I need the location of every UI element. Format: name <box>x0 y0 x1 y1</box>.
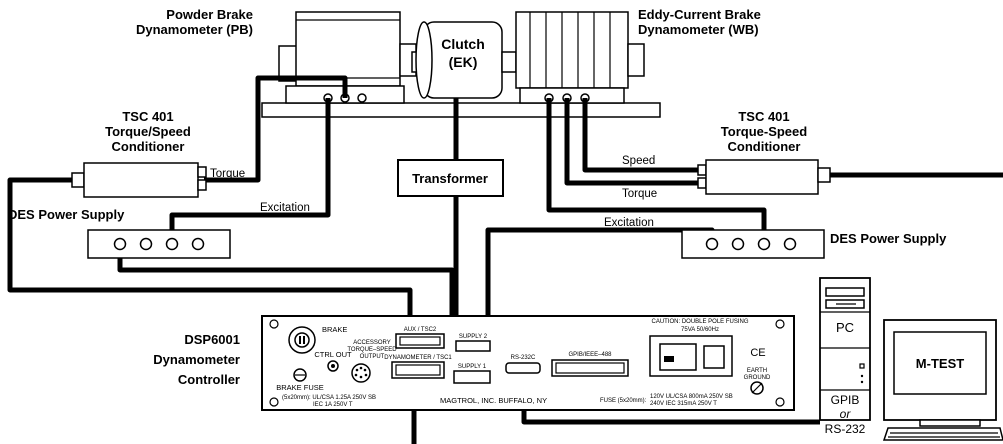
tsc-right-label-2: Torque-Speed <box>721 124 807 139</box>
panel-ce: CE <box>750 347 765 359</box>
clutch <box>411 21 517 99</box>
panel-accessory-2: TORQUE–SPEED <box>347 347 397 353</box>
wire-excitation-left <box>169 98 331 243</box>
tsc-right-label-3: Conditioner <box>728 139 801 154</box>
panel-fuse-right-a: FUSE (5x20mm): <box>600 398 647 404</box>
powder-brake-label-2: Dynamometer (PB) <box>136 22 253 37</box>
wire-torque-right <box>564 98 705 186</box>
wire-speed-right <box>582 98 705 173</box>
tsc-right-unit <box>697 159 831 195</box>
dyno-base-plate <box>261 102 661 118</box>
panel-fuse-right-1: 120V UL/CSA 800mA 250V SB <box>650 394 733 400</box>
pc-label: PC <box>836 320 854 335</box>
eddy-brake-label-2: Dynamometer (WB) <box>638 22 759 37</box>
clutch-label-2: (EK) <box>449 54 478 70</box>
eddy-current-brake-dyno <box>515 11 645 104</box>
tsc-left-label-2: Torque/Speed <box>105 124 191 139</box>
controller-panel <box>261 315 795 411</box>
monitor <box>882 319 1003 441</box>
panel-fuse-left-2: IEC 1A 250V T <box>313 402 353 408</box>
panel-caution-2: 75VA 50/60Hz <box>681 327 719 333</box>
powder-brake-label-1: Powder Brake <box>166 7 253 22</box>
panel-caution-1: CAUTION: DOUBLE POLE FUSING <box>651 319 748 325</box>
panel-fuse-left-1: (5x20mm): UL/CSA 1.25A 250V SB <box>282 395 376 401</box>
des-left-unit <box>87 229 231 259</box>
transformer-label: Transformer <box>412 171 488 186</box>
panel-rs232: RS-232C <box>511 355 536 361</box>
excitation-right-label: Excitation <box>604 217 654 229</box>
tsc-left-label-1: TSC 401 <box>122 109 173 124</box>
torque-left-label: Torque <box>210 168 245 180</box>
panel-earth-1: EARTH <box>747 368 767 374</box>
transformer-box <box>397 159 504 197</box>
panel-aux: AUX / TSC2 <box>404 327 437 333</box>
tsc-right-label-1: TSC 401 <box>738 109 789 124</box>
excitation-left-label: Excitation <box>260 202 310 214</box>
wire-torque-left <box>204 75 348 183</box>
controller-label-2: Dynamometer <box>153 352 240 367</box>
controller-label-1: DSP6001 <box>184 332 240 347</box>
monitor-label: M-TEST <box>916 356 964 371</box>
eddy-brake-label-1: Eddy-Current Brake <box>638 7 761 22</box>
panel-dyno: DYNAMOMETER / TSC1 <box>384 355 452 361</box>
wire-excitation-right <box>546 98 767 243</box>
panel-gpib: GPIB/IEEE–488 <box>568 352 612 358</box>
des-right-unit <box>681 229 825 259</box>
interface-label-1: GPIB <box>831 393 860 407</box>
panel-accessory-3: OUTPUT <box>360 354 385 360</box>
pc-tower <box>819 277 871 421</box>
des-right-label: DES Power Supply <box>830 231 947 246</box>
clutch-label-1: Clutch <box>441 36 485 52</box>
panel-accessory-1: ACCESSORY <box>353 340 391 346</box>
tsc-left-unit <box>71 162 207 198</box>
panel-supply1: SUPPLY 1 <box>458 364 487 370</box>
panel-supply2: SUPPLY 2 <box>459 334 488 340</box>
interface-label-3: RS-232 <box>825 422 866 436</box>
panel-brake-fuse: BRAKE FUSE <box>276 383 324 392</box>
controller-label-3: Controller <box>178 372 240 387</box>
panel-ctrl-out: CTRL OUT <box>314 350 352 359</box>
panel-maker: MAGTROL, INC. BUFFALO, NY <box>440 396 547 405</box>
des-left-label: DES Power Supply <box>8 207 125 222</box>
speed-right-label: Speed <box>622 155 655 167</box>
pb-connector-3 <box>357 93 367 103</box>
interface-label-2: or <box>840 407 852 421</box>
torque-right-label: Torque <box>622 188 657 200</box>
panel-brake: BRAKE <box>322 325 347 334</box>
tsc-left-label-3: Conditioner <box>112 139 185 154</box>
panel-fuse-right-2: 240V IEC 315mA 250V T <box>650 401 717 407</box>
panel-earth-2: GROUND <box>744 375 771 381</box>
